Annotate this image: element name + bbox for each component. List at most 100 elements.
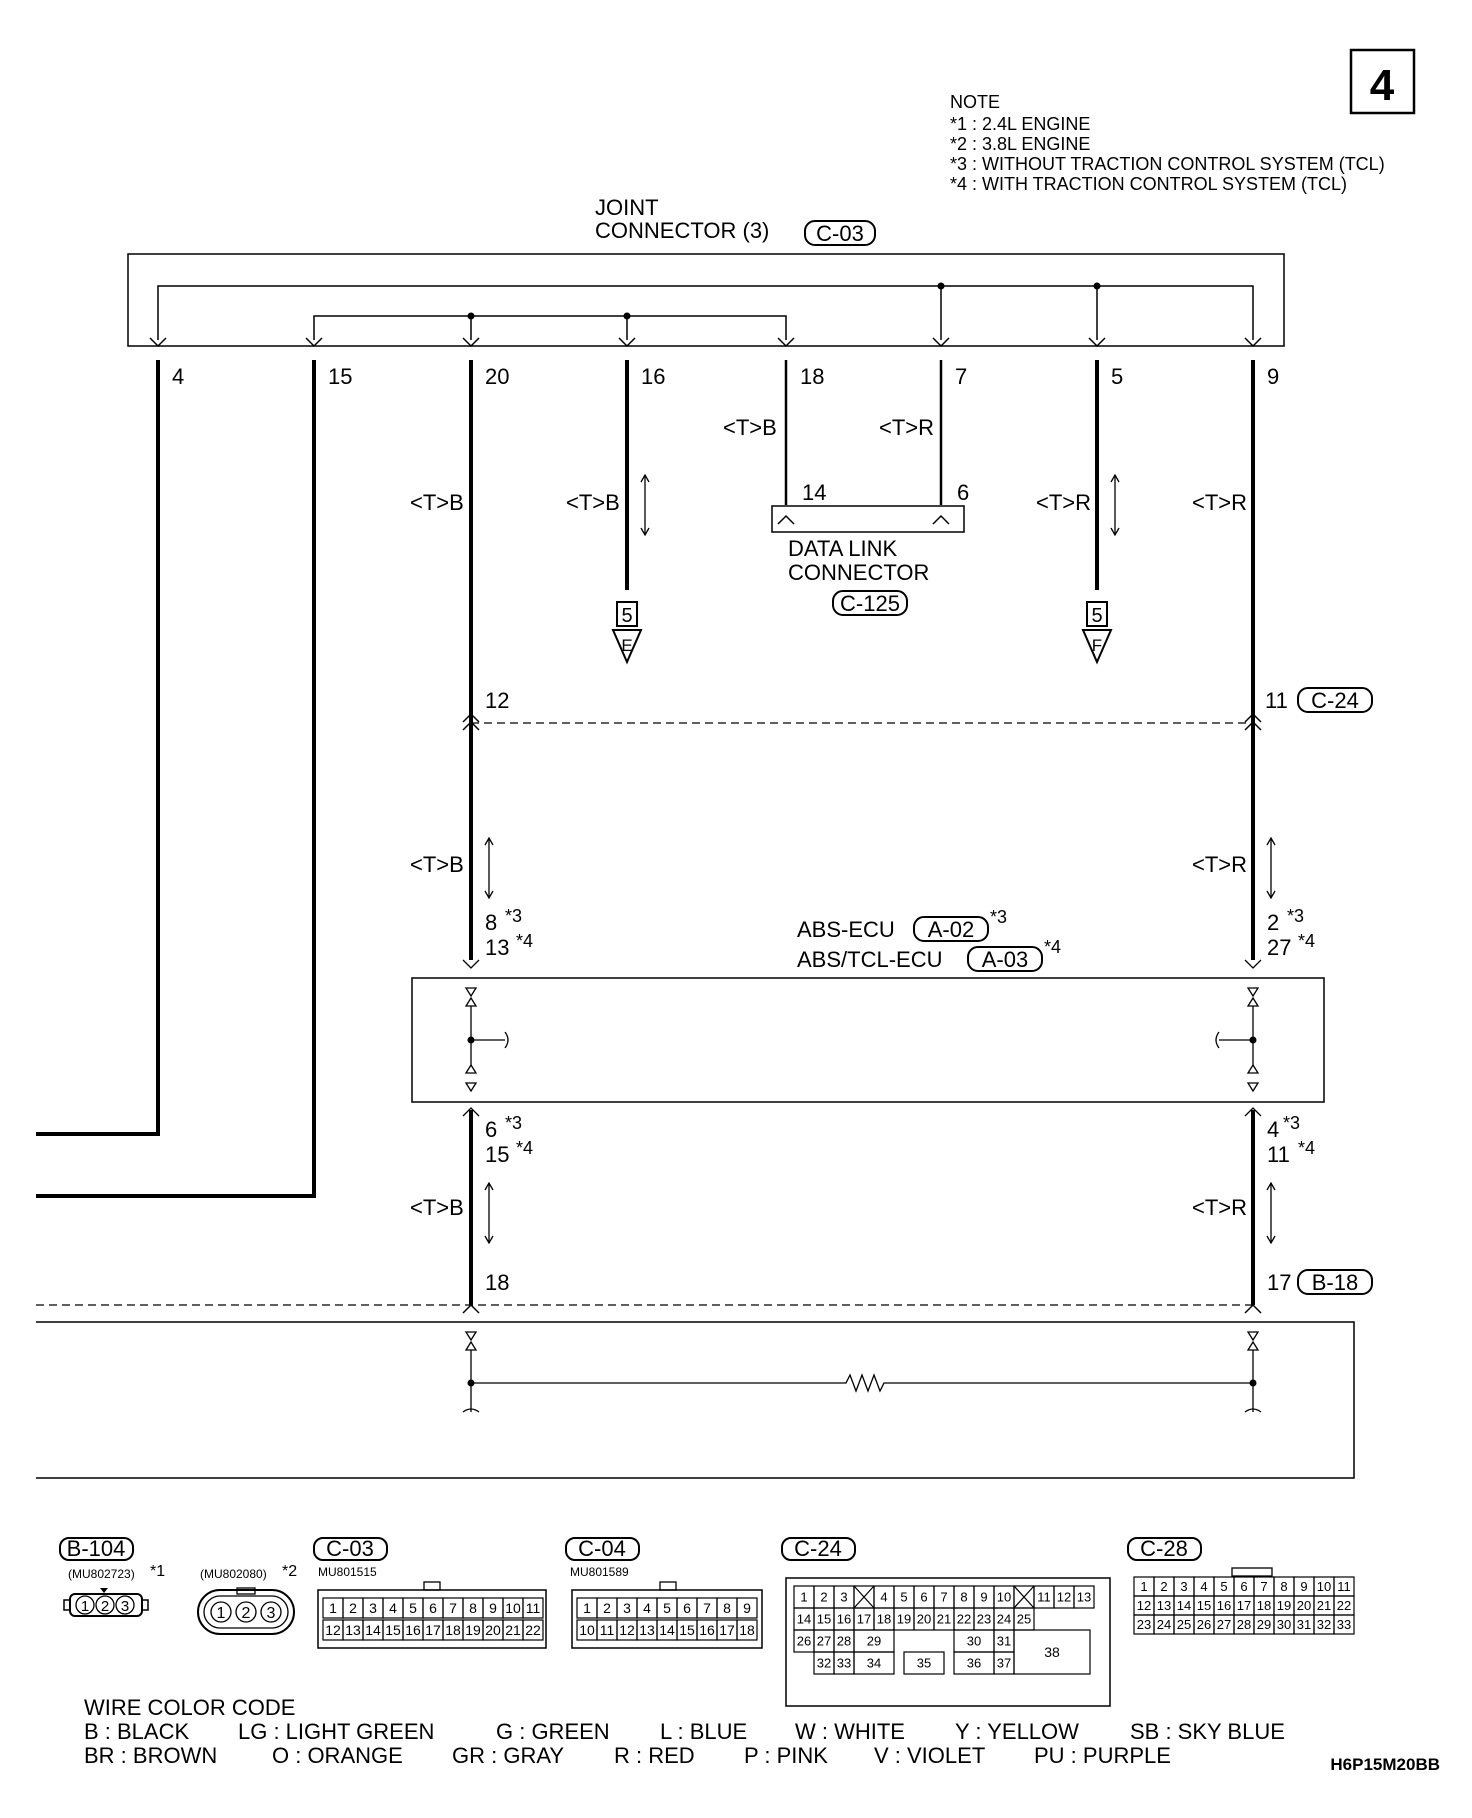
wire-color-label: <T>B (410, 1195, 464, 1220)
pin-cell (1333, 1614, 1355, 1635)
abs-pin-6: 6 (485, 1117, 497, 1142)
abs-ecu-note: *3 (990, 907, 1007, 927)
connector-round-note: *2 (282, 1563, 297, 1580)
wire-color-entry: PU : PURPLE (1034, 1743, 1171, 1768)
pin-number: 32 (1317, 1617, 1331, 1632)
wires (36, 360, 1255, 1305)
pin-number: 6 (429, 1600, 437, 1616)
wire-color-entry: B : BLACK (84, 1719, 189, 1744)
figure-code: H6P15M20BB (1330, 1755, 1440, 1774)
joint-pin-arrows (149, 337, 1262, 348)
pin-number: 12 (1057, 1590, 1071, 1605)
joint-pin-9: 9 (1267, 364, 1279, 389)
pin-number: 20 (917, 1612, 931, 1627)
pin-number: 16 (699, 1622, 715, 1638)
data-link-label-2: CONNECTOR (788, 560, 929, 585)
pin-number: 19 (897, 1612, 911, 1627)
b18-connection-marks (462, 1303, 1262, 1314)
wire-color-label: <T>B (723, 415, 777, 440)
pin-number: 1 (800, 1590, 807, 1605)
pin-number: 4 (389, 1600, 397, 1616)
ground-ref-right: 5 F (1081, 601, 1113, 665)
pin-number: 12 (325, 1622, 341, 1638)
data-link-code: C-125 (840, 591, 900, 616)
pin-number: 33 (1337, 1617, 1351, 1632)
pin-number: 17 (857, 1612, 871, 1627)
ground-ref-left-num: 5 (621, 605, 632, 627)
pin-number: 5 (1220, 1579, 1227, 1594)
bottom-module-internal (462, 1331, 1262, 1413)
joint-pin-16: 16 (641, 364, 665, 389)
connector-round-pin: 1 (217, 1605, 226, 1622)
abs-tcl-ecu-code-box (967, 946, 1043, 972)
note-line-2: *2 : 3.8L ENGINE (950, 134, 1090, 154)
pin-number: 9 (980, 1590, 987, 1605)
connector-c04-part: MU801589 (570, 1565, 629, 1579)
pin-number: 7 (703, 1600, 711, 1616)
pin-number: 3 (369, 1600, 377, 1616)
abs-note-3: *3 (1283, 1113, 1300, 1133)
pin-number: 22 (957, 1612, 971, 1627)
pin-number: 15 (817, 1612, 831, 1627)
joint-pin-18: 18 (800, 364, 824, 389)
pin-number: 11 (600, 1622, 615, 1638)
ground-ref-left-letter: E (621, 636, 632, 655)
pin-number: 13 (1157, 1598, 1171, 1613)
connector-c03-part: MU801515 (318, 1565, 377, 1579)
connector-c04-code: C-04 (578, 1536, 626, 1561)
connector-b104-pin: 2 (101, 1598, 109, 1615)
joint-pin-15: 15 (328, 364, 352, 389)
b18-pin-18: 18 (485, 1270, 509, 1295)
pin-number: 27 (817, 1634, 831, 1649)
abs-pin-11: 11 (1267, 1142, 1290, 1167)
abs-ecu-internal (462, 959, 1262, 1117)
wire-color-labels: <T>B <T>R <T>B <T>B <T>R <T>R <T>B <T>R … (410, 415, 1247, 1220)
pin-number: 3 (840, 1590, 847, 1605)
page-number-box (1349, 48, 1416, 115)
joint-pin-4: 4 (172, 364, 184, 389)
pin-number: 10 (505, 1600, 521, 1616)
joint-pin-20: 20 (485, 364, 509, 389)
pin-number: 18 (445, 1622, 461, 1638)
connector-round-pin: 3 (267, 1605, 276, 1622)
wire-color-label: <T>B (410, 490, 464, 515)
abs-note-4: *4 (516, 1138, 533, 1158)
abs-ecu-label: ABS-ECU (797, 917, 895, 942)
wire-color-code-row-2: BR : BROWN O : ORANGE GR : GRAY R : RED … (84, 1743, 1171, 1768)
pin-number: 26 (1197, 1617, 1211, 1632)
abs-tcl-ecu-label: ABS/TCL-ECU (797, 947, 942, 972)
abs-ecu-code-box (913, 916, 989, 942)
c24-connection-marks (462, 712, 1262, 731)
c24-code: C-24 (1311, 688, 1359, 713)
abs-note-4: *4 (516, 931, 533, 951)
signal-arrows (484, 473, 1276, 1245)
pin-number: 33 (837, 1656, 851, 1671)
wire-color-label: <T>R (879, 415, 934, 440)
abs-pin-15: 15 (485, 1142, 509, 1167)
data-link-pin-6: 6 (957, 480, 969, 505)
pin-number: 28 (837, 1634, 851, 1649)
pin-number: 4 (880, 1590, 887, 1605)
connector-round-pin: 2 (242, 1605, 251, 1622)
pin-number: 30 (967, 1634, 981, 1649)
pin-number: 31 (1297, 1617, 1311, 1632)
connector-b104: B-104 (MU802723) *1 1 2 3 (59, 1536, 165, 1617)
abs-ecu-code: A-02 (928, 917, 974, 942)
pin-number: 25 (1177, 1617, 1191, 1632)
pin-cell (1013, 1629, 1091, 1675)
pin-number: 19 (465, 1622, 481, 1638)
wire-color-entry: LG : LIGHT GREEN (238, 1719, 434, 1744)
wire-color-entry: BR : BROWN (84, 1743, 217, 1768)
note-heading: NOTE (950, 92, 1000, 112)
pin-number: 24 (1157, 1617, 1171, 1632)
pin-number: 11 (526, 1600, 541, 1616)
ground-ref-left: 5 E (611, 601, 643, 665)
pin-number: 19 (1277, 1598, 1291, 1613)
pin-number: 27 (1217, 1617, 1231, 1632)
pin-number: 28 (1237, 1617, 1251, 1632)
pin-number: 17 (719, 1622, 735, 1638)
